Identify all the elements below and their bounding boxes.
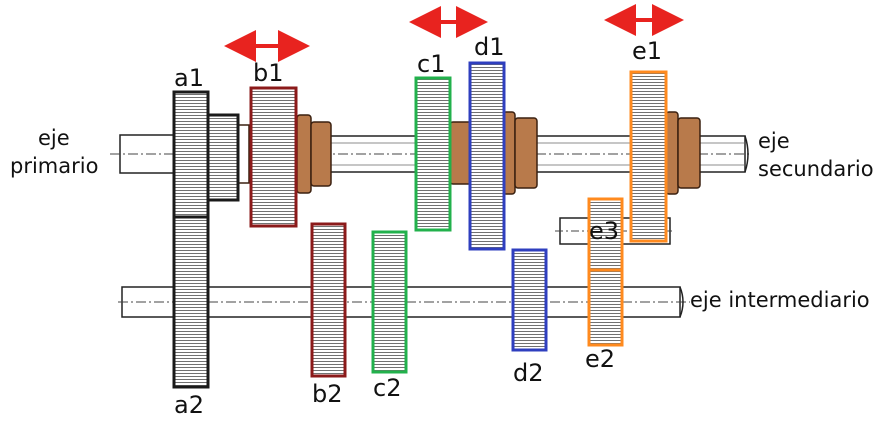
primary-shaft-label-line2: primario xyxy=(10,154,99,178)
secondary-shaft-label-line1: eje xyxy=(758,129,790,153)
intermediate-shaft-label: eje intermediario xyxy=(690,288,870,312)
gear-e2 xyxy=(587,268,624,347)
secondary-shaft-label-line2: secundario xyxy=(758,157,874,181)
gear-label-e1: e1 xyxy=(632,37,663,65)
gear-b1 xyxy=(249,86,298,228)
gear-d2 xyxy=(511,248,548,352)
gear-c2 xyxy=(371,230,408,374)
gear-e1 xyxy=(629,70,668,243)
gear-b2 xyxy=(310,222,347,378)
synchro-hubs xyxy=(230,111,701,195)
primary-shaft-label-line1: eje xyxy=(38,126,70,150)
gear-label-d2: d2 xyxy=(513,359,544,387)
gear-label-e3: e3 xyxy=(589,217,620,245)
gear-label-a1: a1 xyxy=(174,64,204,92)
gear-e3 xyxy=(587,197,624,272)
gear-label-d1: d1 xyxy=(474,33,505,61)
gear-label-c1: c1 xyxy=(417,50,446,78)
gear-label-a2: a2 xyxy=(174,391,204,419)
gear-label-b1: b1 xyxy=(253,59,284,87)
gear-a2 xyxy=(172,215,210,389)
gear-label-e2: e2 xyxy=(585,345,616,373)
gear-c1 xyxy=(414,76,452,232)
gear-label-b2: b2 xyxy=(312,380,343,408)
gear-d1 xyxy=(468,61,506,251)
gear-a1 xyxy=(172,90,240,219)
gear-label-c2: c2 xyxy=(373,374,402,402)
